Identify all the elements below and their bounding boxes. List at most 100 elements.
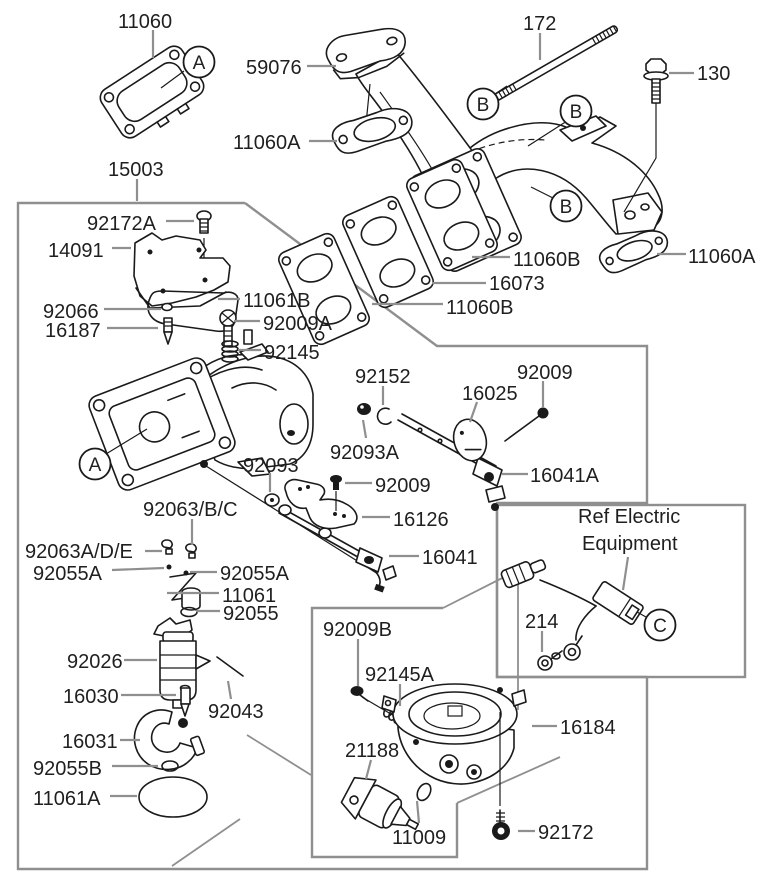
gasket-11060b-right [406, 158, 498, 272]
cam-16025 [452, 418, 488, 462]
marker-letter: A [89, 455, 102, 476]
part-label-16030: 16030 [63, 686, 119, 708]
nut-92009-top [537, 407, 549, 419]
marker-circle [182, 45, 216, 79]
holder-16073 [342, 195, 434, 309]
stud-172 [493, 25, 619, 101]
part-label-16126: 16126 [393, 509, 449, 531]
group-box-ref-electric [495, 503, 747, 679]
part-label-ref-electric-1: Ref Electric [578, 506, 680, 528]
pin-92043 [216, 656, 244, 677]
group-box-isc-valve [310, 606, 459, 859]
bolt-130 [643, 58, 669, 104]
part-label-16025: 16025 [462, 383, 518, 405]
plate-16126 [284, 478, 358, 530]
marker-circle [466, 87, 500, 121]
part-label-92009a: 92009A [263, 313, 333, 335]
grommet-92093 [264, 493, 280, 507]
part-label-92093a: 92093A [330, 442, 400, 464]
screw-214 [537, 650, 563, 671]
cap-92063bc [185, 543, 197, 559]
part-label-16041: 16041 [422, 547, 478, 569]
bracket-14091 [133, 232, 231, 307]
part-label-172: 172 [523, 13, 556, 35]
washer-92066 [161, 302, 173, 312]
marker-circle [78, 447, 112, 481]
leader-lines [104, 30, 694, 833]
screw-92172a [196, 210, 212, 234]
throttle-linkage-group [278, 403, 549, 593]
part-label-92093: 92093 [243, 455, 299, 477]
marker-letter: B [570, 102, 583, 123]
part-label-92009-left: 92009 [375, 475, 431, 497]
part-label-11009: 11009 [392, 827, 446, 849]
marker-letter: B [477, 95, 490, 116]
circled-markers-layer: A A B B B C [78, 45, 677, 642]
part-label-92009-top: 92009 [517, 362, 573, 384]
mixing-body-16184 [381, 683, 527, 785]
oring-11009 [416, 782, 432, 802]
part-label-16041a: 16041A [530, 465, 600, 487]
part-label-92055b: 92055B [33, 758, 102, 780]
ring-terminal [563, 635, 583, 661]
marker-letter: B [560, 197, 573, 218]
part-label-92055a-left: 92055A [33, 563, 103, 585]
gasket-11060b-left [278, 232, 370, 346]
screw-92009-left [330, 475, 342, 490]
part-label-11060a-left: 11060A [233, 132, 301, 154]
electric-equipment-group [500, 559, 647, 671]
part-label-92066: 92066 [43, 301, 99, 323]
part-label-16187: 16187 [45, 320, 101, 342]
part-label-214: 214 [525, 611, 558, 633]
part-label-14091: 14091 [48, 240, 104, 262]
connector [592, 581, 644, 625]
grommet-92093a [357, 403, 371, 415]
water-flange-59076 [325, 27, 406, 80]
cap-92063ade [161, 539, 173, 555]
isc-valve-21188 [340, 776, 420, 831]
fuel-pump-assembly [133, 539, 244, 818]
part-label-92009b: 92009B [323, 619, 392, 641]
part-label-92172: 92172 [538, 822, 594, 844]
valve-16030 [179, 684, 191, 717]
link-rod-16041 [278, 504, 397, 593]
part-label-16073: 16073 [489, 273, 545, 295]
part-label-15003: 15003 [108, 159, 164, 181]
part-label-ref-electric-2: Equipment [582, 533, 678, 555]
marker-attachment-lines [105, 70, 657, 455]
isc-valve-group [340, 683, 527, 840]
marker-letter: C [653, 616, 667, 637]
part-label-11061a: 11061A [33, 788, 101, 810]
gasket-11060a-right [598, 230, 669, 274]
part-label-92055: 92055 [223, 603, 279, 625]
part-label-11060b-left: 11060B [446, 297, 513, 319]
float-16031 [133, 709, 206, 771]
circled-marker-a-1: A [78, 447, 112, 481]
part-label-92026: 92026 [67, 651, 123, 673]
oring-11061a [138, 776, 208, 818]
sensor-body [500, 559, 547, 589]
part-label-21188: 21188 [345, 740, 399, 762]
gasket-11061b [147, 290, 239, 333]
circled-marker-b-4: B [549, 189, 583, 223]
part-label-92145a: 92145A [365, 664, 435, 686]
part-label-11060: 11060 [118, 11, 172, 33]
part-label-92172a: 92172A [87, 213, 157, 235]
part-label-92152: 92152 [355, 366, 411, 388]
circled-marker-c-5: C [643, 608, 677, 642]
screw-92172 [492, 809, 510, 840]
part-label-130: 130 [697, 63, 730, 85]
part-label-11061: 11061 [222, 585, 276, 607]
oring-92055b [161, 760, 179, 772]
circled-marker-b-3: B [559, 94, 593, 128]
marker-circle [643, 608, 677, 642]
part-label-16031: 16031 [62, 731, 118, 753]
circled-marker-b-2: B [466, 87, 500, 121]
part-label-11060b-right: 11060B [513, 249, 580, 271]
part-label-92063bc: 92063/B/C [143, 499, 238, 521]
gasket-11060a-left [331, 107, 413, 154]
marker-circle [559, 94, 593, 128]
circled-marker-a-0: A [182, 45, 216, 79]
